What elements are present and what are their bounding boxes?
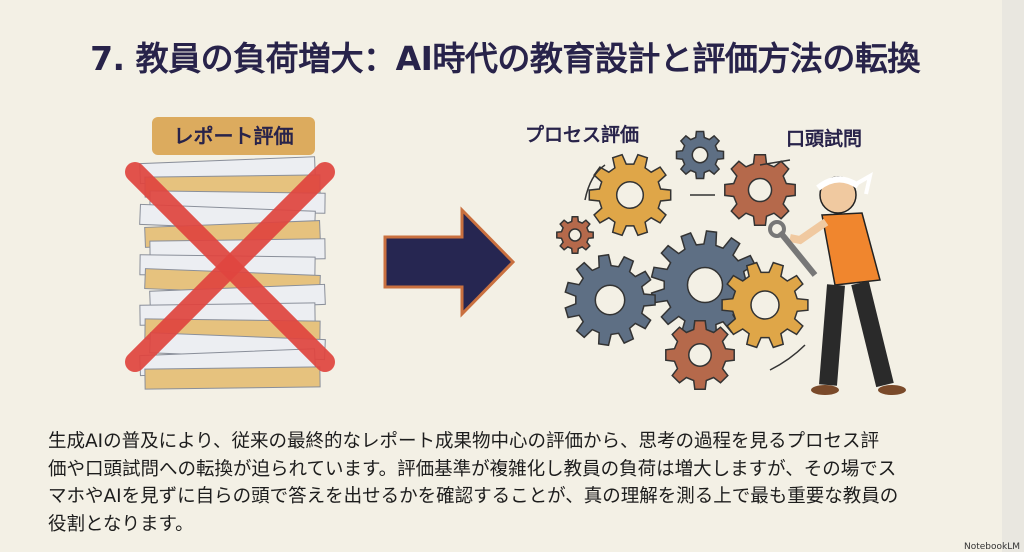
body-line: 役割となります。 xyxy=(48,513,194,535)
gear xyxy=(721,261,809,349)
flow-arrows-icon xyxy=(584,159,806,371)
body-line: 生成AIの普及により、従来の最終的なレポート成果物中心の評価から、思考の過程を見… xyxy=(48,431,880,452)
gear xyxy=(665,320,735,390)
person-with-wrench-icon xyxy=(768,172,906,395)
gear xyxy=(650,230,760,340)
gears-icon xyxy=(556,130,809,390)
oral-exam-label: 口頭試問 xyxy=(786,128,863,150)
body-text: 生成AIの普及により、従来の最終的なレポート成果物中心の評価から、思考の過程を見… xyxy=(48,428,898,538)
body-line: マホやAIを見ずに自らの頭で答えを出せるかを確認することが、真の理解を測る上で最… xyxy=(48,486,899,507)
body-line: 価や口頭試問への転換が迫られています。評価基準が複雑化し教員の負荷は増大しますが… xyxy=(48,458,897,480)
cross-icon xyxy=(125,162,335,372)
slide-edge xyxy=(1002,0,1024,552)
slide-title: 7. 教員の負荷増大：AI時代の教育設計と評価方法の転換 xyxy=(90,39,920,78)
gear xyxy=(675,130,725,180)
gear xyxy=(724,154,796,226)
watermark: NotebookLM xyxy=(963,542,1020,552)
gear xyxy=(556,216,594,254)
gear xyxy=(588,153,672,237)
process-evaluation-label: プロセス評価 xyxy=(525,124,640,146)
gear xyxy=(564,253,656,347)
report-evaluation-label: レポート評価 xyxy=(152,117,315,155)
paper-sheet xyxy=(144,366,321,390)
right-arrow-icon xyxy=(383,206,516,318)
